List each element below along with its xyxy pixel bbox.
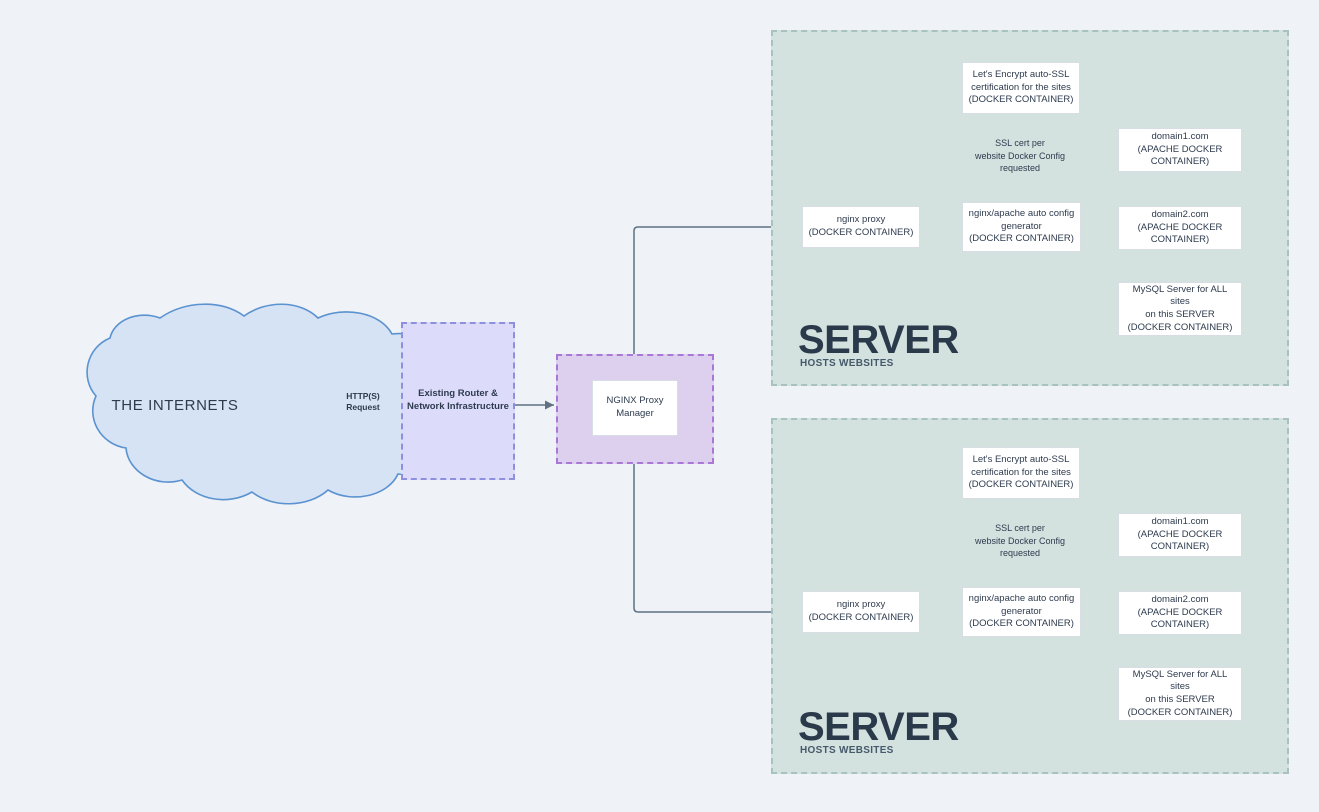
proxy-manager-box[interactable]: NGINX Proxy Manager xyxy=(592,380,678,436)
proxy-manager-line1: NGINX Proxy xyxy=(606,395,664,407)
server-top-config-generator-box[interactable]: nginx/apache auto config generator (DOCK… xyxy=(962,202,1081,252)
server-top-mysql-line1: MySQL Server for ALL sites xyxy=(1132,283,1228,308)
server-bottom-mysql-line1: MySQL Server for ALL sites xyxy=(1132,668,1228,693)
server-top-config-generator-line2: generator xyxy=(1001,220,1042,232)
router-label-line2: Network Infrastructure xyxy=(407,401,509,412)
http-request-label-line1: HTTP(S) xyxy=(346,391,380,401)
http-request-label: HTTP(S) Request xyxy=(336,391,390,414)
server-bottom-site-domain2-box[interactable]: domain2.com (APACHE DOCKER CONTAINER) xyxy=(1118,591,1242,635)
server-bottom-ssl-note-line1: SSL cert per xyxy=(995,523,1045,533)
server-bottom-lets-encrypt-line2: certification for the sites xyxy=(971,466,1071,478)
server-top-ssl-note-line1: SSL cert per xyxy=(995,138,1045,148)
server-bottom-site-domain2-line1: domain2.com xyxy=(1151,594,1209,606)
server-top-site-domain1-box[interactable]: domain1.com (APACHE DOCKER CONTAINER) xyxy=(1118,128,1242,172)
server-top-lets-encrypt-box[interactable]: Let's Encrypt auto-SSL certification for… xyxy=(962,62,1080,114)
server-bottom-config-generator-line2: generator xyxy=(1001,605,1042,617)
server-top-ssl-note-line3: requested xyxy=(999,163,1041,174)
server-bottom-nginx-proxy-line2: (DOCKER CONTAINER) xyxy=(808,612,914,623)
internet-label: THE INTERNETS xyxy=(111,397,239,414)
server-bottom-nginx-proxy-line1: nginx proxy xyxy=(836,599,886,611)
server-top-site-domain2-box[interactable]: domain2.com (APACHE DOCKER CONTAINER) xyxy=(1118,206,1242,250)
server-top-nginx-proxy-line2: (DOCKER CONTAINER) xyxy=(808,227,914,238)
server-bottom-ssl-note-line2: website Docker Config xyxy=(974,535,1066,546)
server-top-site-domain2-line1: domain2.com xyxy=(1151,209,1209,221)
server-top-lets-encrypt-line3: (DOCKER CONTAINER) xyxy=(968,94,1074,106)
server-top-mysql-line3: (DOCKER CONTAINER) xyxy=(1127,321,1233,333)
server-top-site-domain2-line2: (APACHE DOCKER CONTAINER) xyxy=(1137,221,1223,246)
router-box[interactable]: Existing Router & Network Infrastructure xyxy=(401,322,515,480)
server-top-lets-encrypt-line2: certification for the sites xyxy=(971,81,1071,93)
server-bottom-site-domain1-box[interactable]: domain1.com (APACHE DOCKER CONTAINER) xyxy=(1118,513,1242,557)
server-bottom-nginx-proxy-box[interactable]: nginx proxy (DOCKER CONTAINER) xyxy=(802,591,920,633)
server-bottom-site-domain1-line1: domain1.com xyxy=(1151,516,1209,528)
server-top-mysql-line2: on this SERVER xyxy=(1145,309,1215,320)
server-bottom-site-domain1-line2: (APACHE DOCKER CONTAINER) xyxy=(1137,528,1223,553)
server-top-site-domain1-line1: domain1.com xyxy=(1151,131,1209,143)
server-bottom-config-generator-line3: (DOCKER CONTAINER) xyxy=(969,618,1074,630)
server-bottom-mysql-line3: (DOCKER CONTAINER) xyxy=(1127,706,1233,718)
server-bottom-lets-encrypt-box[interactable]: Let's Encrypt auto-SSL certification for… xyxy=(962,447,1080,499)
server-bottom-config-generator-box[interactable]: nginx/apache auto config generator (DOCK… xyxy=(962,587,1081,637)
http-request-label-line2: Request xyxy=(346,402,380,413)
proxy-manager-line2: Manager xyxy=(616,408,654,419)
server-bottom-lets-encrypt-line3: (DOCKER CONTAINER) xyxy=(968,479,1074,491)
server-top-site-domain1-line2: (APACHE DOCKER CONTAINER) xyxy=(1137,143,1223,168)
server-bottom-mysql-line2: on this SERVER xyxy=(1145,694,1215,705)
server-top-config-generator-line3: (DOCKER CONTAINER) xyxy=(969,233,1074,245)
server-top-nginx-proxy-box[interactable]: nginx proxy (DOCKER CONTAINER) xyxy=(802,206,920,248)
server-bottom-mysql-box[interactable]: MySQL Server for ALL sites on this SERVE… xyxy=(1118,667,1242,721)
server-bottom-config-generator-line1: nginx/apache auto config xyxy=(968,593,1075,605)
server-top-config-generator-line1: nginx/apache auto config xyxy=(968,208,1075,220)
server-top-title: SERVER xyxy=(798,318,959,362)
server-top-ssl-note-line2: website Docker Config xyxy=(974,150,1066,161)
server-bottom-ssl-note-line3: requested xyxy=(999,548,1041,559)
server-bottom-title: SERVER xyxy=(798,705,959,749)
server-top-mysql-box[interactable]: MySQL Server for ALL sites on this SERVE… xyxy=(1118,282,1242,336)
server-bottom-ssl-note: SSL cert per website Docker Config reque… xyxy=(955,522,1085,560)
server-top-nginx-proxy-line1: nginx proxy xyxy=(836,214,886,226)
server-bottom-subtitle: HOSTS WEBSITES xyxy=(800,745,894,756)
server-top-subtitle: HOSTS WEBSITES xyxy=(800,358,894,369)
proxy-manager-zone xyxy=(556,354,714,464)
router-label-line1: Existing Router & xyxy=(418,388,498,400)
server-top-lets-encrypt-line1: Let's Encrypt auto-SSL xyxy=(972,69,1070,81)
server-bottom-site-domain2-line2: (APACHE DOCKER CONTAINER) xyxy=(1137,606,1223,631)
server-bottom-lets-encrypt-line1: Let's Encrypt auto-SSL xyxy=(972,454,1070,466)
server-top-ssl-note: SSL cert per website Docker Config reque… xyxy=(955,137,1085,175)
